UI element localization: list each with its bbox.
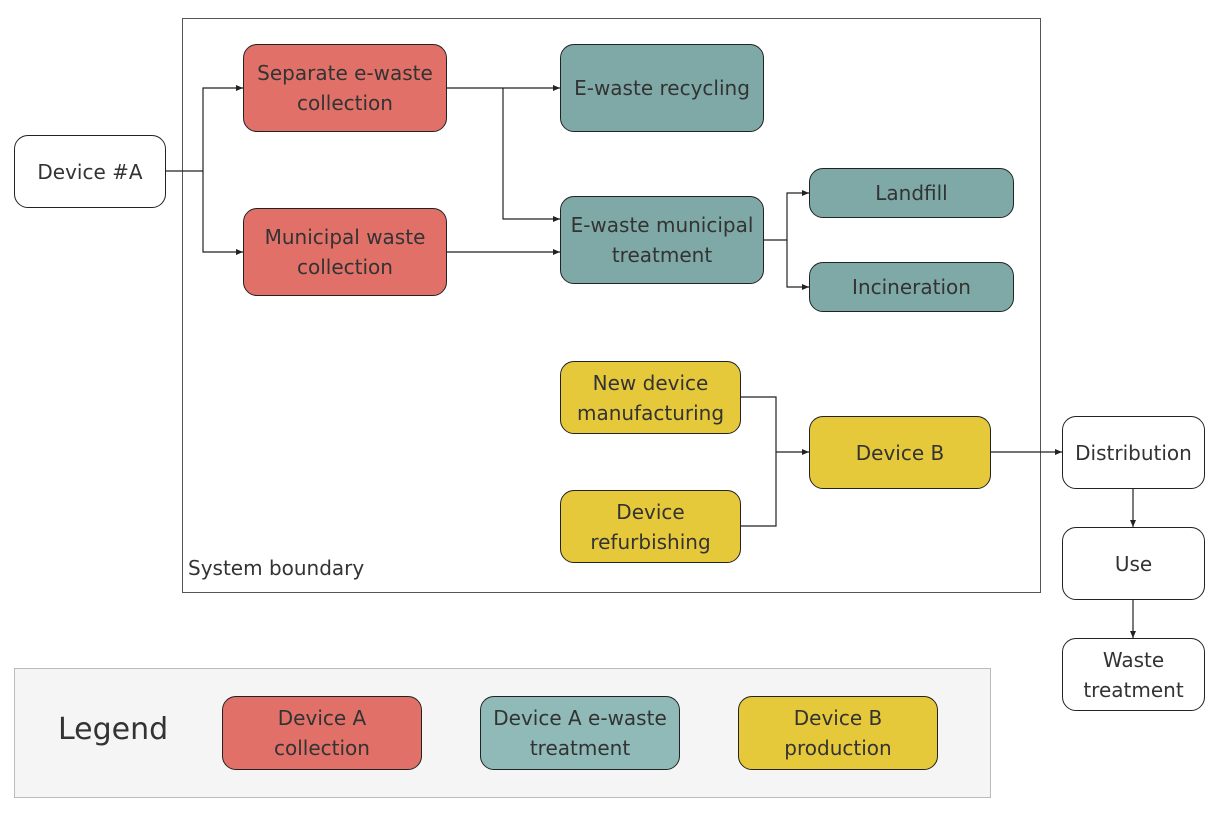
arrow-device-a-to-municipal-collection (202, 171, 243, 255)
node-incineration: Incineration (809, 262, 1014, 312)
legend-item-device-b-production-label: Device B production (784, 706, 892, 760)
node-waste-treatment-label: Waste treatment (1083, 647, 1184, 702)
legend-item-device-b-production: Device B production (738, 696, 938, 770)
legend-item-device-a-ewaste-treatment: Device A e-waste treatment (480, 696, 680, 770)
node-device-a: Device #A (14, 135, 166, 208)
arrow-treatment-to-landfill (764, 190, 809, 241)
arrow-refurbishing-to-device-b (741, 452, 777, 527)
system-boundary-label: System boundary (188, 556, 365, 580)
node-landfill-label: Landfill (875, 181, 948, 205)
arrow-device-a-to-separate-collection (166, 85, 243, 172)
node-use-label: Use (1114, 551, 1153, 576)
node-separate-ewaste-collection: Separate e-waste collection (243, 44, 447, 132)
node-ewaste-municipal-treatment: E-waste municipal treatment (560, 196, 764, 284)
legend-title: Legend (58, 712, 169, 747)
node-distribution-label: Distribution (1075, 440, 1192, 465)
node-device-b-label: Device B (855, 440, 945, 465)
arrow-treatment-to-incineration (786, 240, 809, 290)
node-distribution: Distribution (1062, 416, 1205, 489)
node-use: Use (1062, 527, 1205, 600)
arrow-manufacturing-to-device-b (741, 396, 809, 455)
arrow-separate-to-municipal-treatment (502, 88, 560, 222)
node-municipal-waste-collection: Municipal waste collection (243, 208, 447, 296)
node-device-refurbishing: Device refurbishing (560, 490, 741, 563)
node-ewaste-municipal-treatment-label: E-waste municipal treatment (570, 213, 754, 267)
node-municipal-waste-collection-label: Municipal waste collection (264, 225, 426, 279)
node-landfill: Landfill (809, 168, 1014, 218)
node-ewaste-recycling-label: E-waste recycling (574, 76, 750, 100)
node-waste-treatment: Waste treatment (1062, 638, 1205, 711)
node-new-device-manufacturing-label: New device manufacturing (576, 370, 725, 425)
node-device-a-label: Device #A (37, 159, 143, 184)
node-incineration-label: Incineration (852, 275, 971, 299)
node-separate-ewaste-collection-label: Separate e-waste collection (257, 61, 433, 115)
node-new-device-manufacturing: New device manufacturing (560, 361, 741, 434)
node-device-refurbishing-label: Device refurbishing (590, 499, 711, 554)
legend-item-device-a-collection: Device A collection (222, 696, 422, 770)
system-boundary (182, 18, 1041, 593)
legend-item-device-a-collection-label: Device A collection (274, 706, 370, 760)
node-device-b: Device B (809, 416, 991, 489)
legend-item-device-a-ewaste-treatment-label: Device A e-waste treatment (493, 706, 667, 760)
node-ewaste-recycling: E-waste recycling (560, 44, 764, 132)
